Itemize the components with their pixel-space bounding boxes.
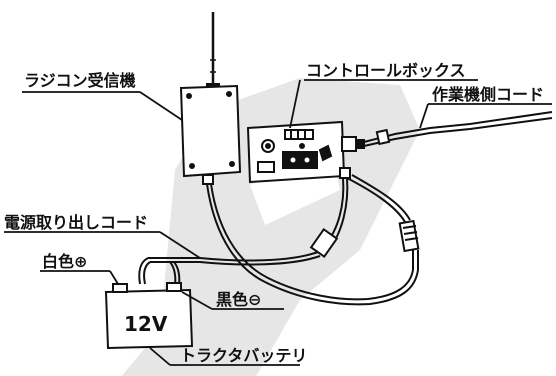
battery-voltage-label: 12V: [124, 312, 168, 336]
receiver-unit: [179, 12, 242, 185]
control-box-unit: [246, 120, 365, 184]
receiver-cable: [206, 183, 419, 306]
battery-unit: [104, 282, 194, 350]
tractor-battery-label: トラクタバッテリ: [180, 346, 307, 365]
power-cord: [138, 177, 349, 287]
receiver-label: ラジコン受信機: [24, 71, 136, 90]
machine-cord-label: 作業機側コード: [432, 85, 544, 104]
black-terminal-label: 黒色⊖: [216, 290, 261, 309]
power-cord-label: 電源取り出しコード: [4, 213, 148, 232]
control-box-label: コントロールボックス: [306, 61, 466, 80]
white-terminal-label: 白色⊕: [42, 252, 87, 271]
leader-lines: [4, 79, 552, 366]
machine-cord: [363, 111, 553, 147]
control-cable: [346, 174, 420, 253]
